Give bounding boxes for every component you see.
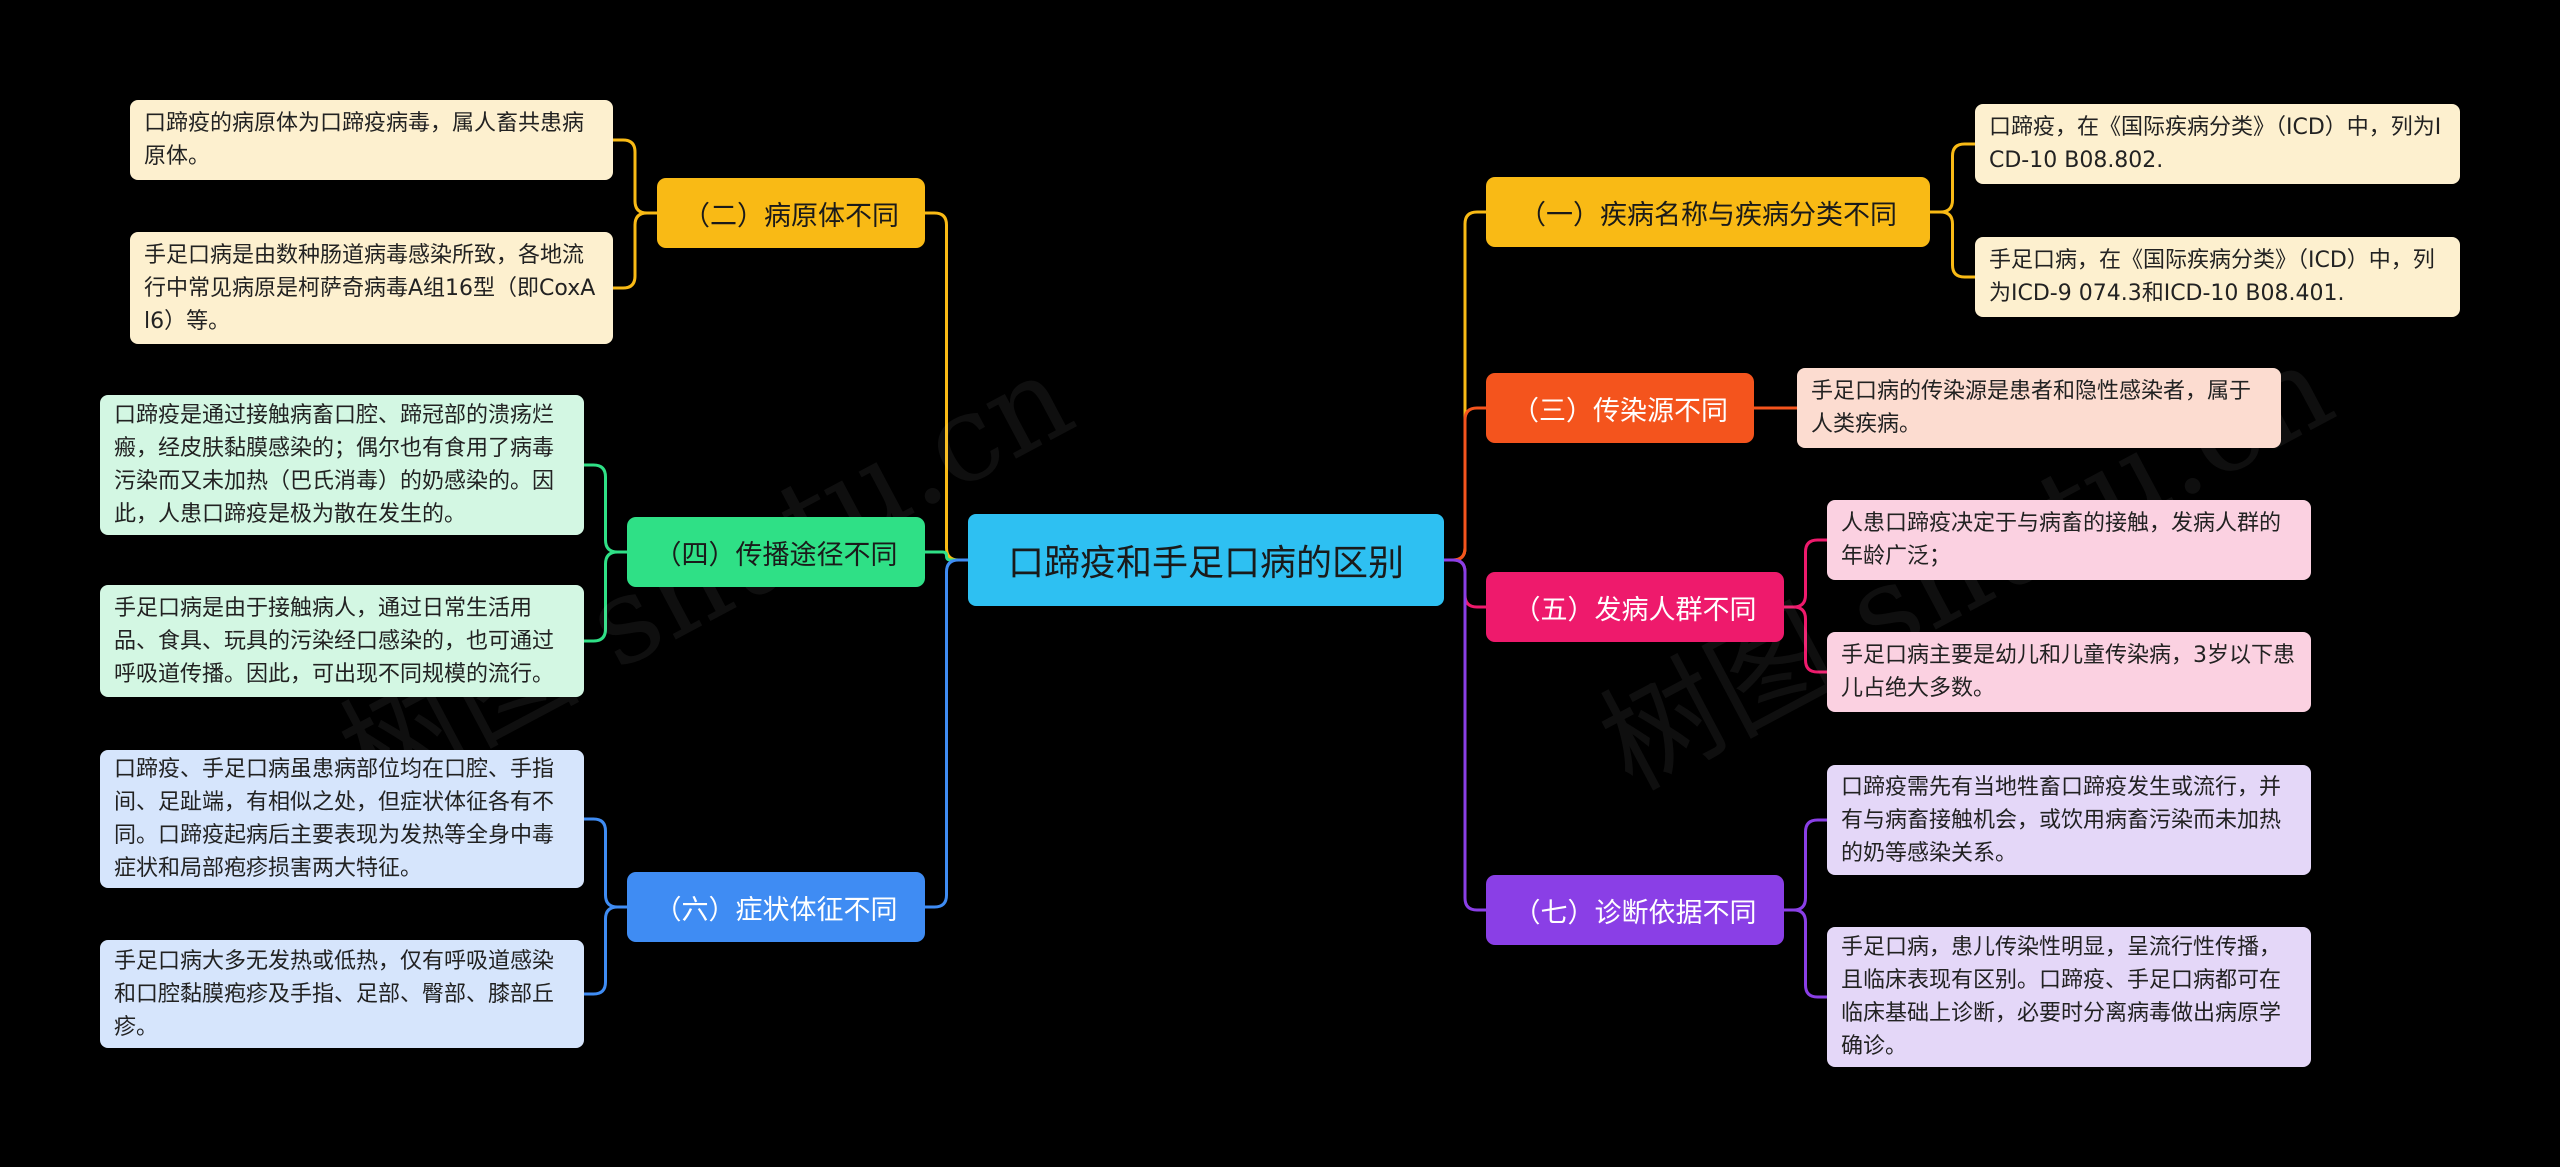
leaf-fmd-diagnosis[interactable]: 口蹄疫需先有当地牲畜口蹄疫发生或流行，并有与病畜接触机会，或饮用病畜污染而未加热…: [1827, 765, 2311, 875]
leaf-text: 手足口病，患儿传染性明显，呈流行性传播，且临床表现有区别。口蹄疫、手足口病都可在…: [1841, 935, 2282, 1059]
leaf-hfmd-source[interactable]: 手足口病的传染源是患者和隐性感染者，属于人类疾病。: [1797, 368, 2281, 448]
link-center-b7: [1444, 558, 1486, 912]
leaf-text: 人患口蹄疫决定于与病畜的接触，发病人群的年龄广泛；: [1841, 511, 2282, 569]
leaf-text: 口蹄疫、手足口病虽患病部位均在口腔、手指间、足趾端，有相似之处，但症状体征各有不…: [114, 757, 555, 881]
leaf-text: 口蹄疫需先有当地牲畜口蹄疫发生或流行，并有与病畜接触机会，或饮用病畜污染而未加热…: [1841, 774, 2282, 866]
link-b4-leaf-1: [584, 550, 627, 643]
link-center-b6: [925, 558, 968, 909]
link-b1-leaf-0: [1930, 142, 1975, 214]
leaf-fmd-population[interactable]: 人患口蹄疫决定于与病畜的接触，发病人群的年龄广泛；: [1827, 500, 2311, 580]
leaf-text: 手足口病，在《国际疾病分类》（ICD）中，列为ICD-9 074.3和ICD-1…: [1989, 248, 2435, 306]
leaf-hfmd-icd[interactable]: 手足口病，在《国际疾病分类》（ICD）中，列为ICD-9 074.3和ICD-1…: [1975, 237, 2460, 317]
leaf-text: 口蹄疫，在《国际疾病分类》（ICD）中，列为ICD-10 B08.802.: [1989, 115, 2442, 173]
leaf-text: 手足口病的传染源是患者和隐性感染者，属于人类疾病。: [1811, 379, 2252, 437]
leaf-fmd-pathogen[interactable]: 口蹄疫的病原体为口蹄疫病毒，属人畜共患病原体。: [130, 100, 613, 180]
link-b7-leaf-1: [1784, 908, 1827, 999]
central-topic[interactable]: 口蹄疫和手足口病的区别: [968, 514, 1444, 606]
leaf-hfmd-diagnosis[interactable]: 手足口病，患儿传染性明显，呈流行性传播，且临床表现有区别。口蹄疫、手足口病都可在…: [1827, 927, 2311, 1067]
leaf-fmd-icd[interactable]: 口蹄疫，在《国际疾病分类》（ICD）中，列为ICD-10 B08.802.: [1975, 104, 2460, 184]
link-b5-leaf-0: [1784, 538, 1827, 609]
branch-infection-source[interactable]: （三）传染源不同: [1486, 373, 1754, 443]
leaf-hfmd-symptoms[interactable]: 手足口病大多无发热或低热，仅有呼吸道感染和口腔黏膜疱疹及手指、足部、臀部、膝部丘…: [100, 940, 584, 1048]
leaf-text: 口蹄疫是通过接触病畜口腔、蹄冠部的溃疡烂瘢，经皮肤黏膜感染的；偶尔也有食用了病毒…: [114, 403, 555, 527]
leaf-hfmd-pathogen[interactable]: 手足口病是由数种肠道病毒感染所致，各地流行中常见病原是柯萨奇病毒A组16型（即C…: [130, 232, 613, 344]
link-center-b3: [1444, 406, 1486, 562]
link-center-b2: [925, 211, 968, 562]
branch-disease-classification[interactable]: （一）疾病名称与疾病分类不同: [1486, 177, 1930, 247]
leaf-text: 手足口病是由数种肠道病毒感染所致，各地流行中常见病原是柯萨奇病毒A组16型（即C…: [144, 242, 596, 334]
branch-pathogen[interactable]: （二）病原体不同: [657, 178, 925, 248]
link-b5-leaf-1: [1784, 605, 1827, 674]
link-b4-leaf-0: [584, 463, 627, 554]
leaf-text: 口蹄疫的病原体为口蹄疫病毒，属人畜共患病原体。: [144, 111, 585, 169]
branch-affected-population[interactable]: （五）发病人群不同: [1486, 572, 1784, 642]
branch-diagnosis[interactable]: （七）诊断依据不同: [1486, 875, 1784, 945]
link-center-b4: [925, 550, 968, 562]
leaf-hfmd-transmission[interactable]: 手足口病是由于接触病人，通过日常生活用品、食具、玩具的污染经口感染的，也可通过呼…: [100, 585, 584, 697]
branch-symptoms[interactable]: （六）症状体征不同: [627, 872, 925, 942]
link-b6-leaf-0: [584, 817, 627, 909]
link-b2-leaf-0: [613, 138, 657, 215]
leaf-text: 手足口病主要是幼儿和儿童传染病，3岁以下患儿占绝大多数。: [1841, 643, 2295, 701]
leaf-hfmd-population[interactable]: 手足口病主要是幼儿和儿童传染病，3岁以下患儿占绝大多数。: [1827, 632, 2311, 712]
link-b1-leaf-1: [1930, 210, 1975, 279]
leaf-text: 手足口病大多无发热或低热，仅有呼吸道感染和口腔黏膜疱疹及手指、足部、臀部、膝部丘…: [114, 948, 555, 1040]
leaf-fmd-symptoms[interactable]: 口蹄疫、手足口病虽患病部位均在口腔、手指间、足趾端，有相似之处，但症状体征各有不…: [100, 750, 584, 888]
link-b7-leaf-0: [1784, 818, 1827, 912]
link-b2-leaf-1: [613, 211, 657, 290]
branch-transmission[interactable]: （四）传播途径不同: [627, 517, 925, 587]
leaf-fmd-transmission[interactable]: 口蹄疫是通过接触病畜口腔、蹄冠部的溃疡烂瘢，经皮肤黏膜感染的；偶尔也有食用了病毒…: [100, 395, 584, 535]
link-b6-leaf-1: [584, 905, 627, 996]
leaf-text: 手足口病是由于接触病人，通过日常生活用品、食具、玩具的污染经口感染的，也可通过呼…: [114, 595, 555, 687]
